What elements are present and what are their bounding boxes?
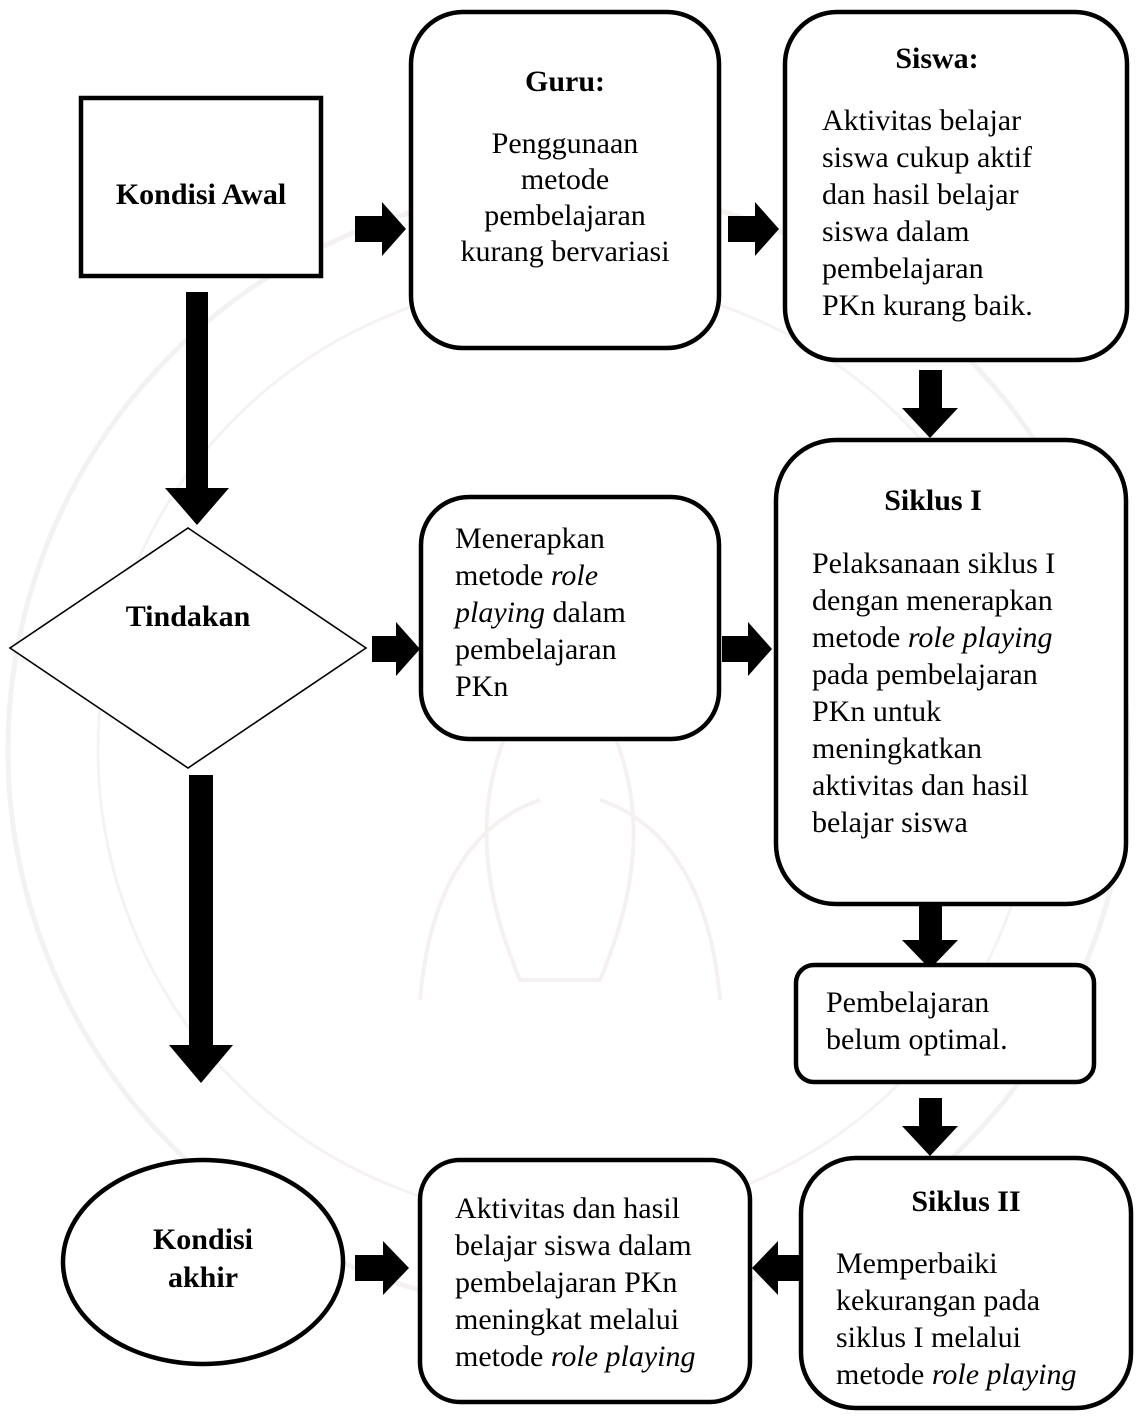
siklus1-title: Siklus I [884, 484, 982, 517]
siklus1-line: meningkatkan [812, 732, 982, 765]
siswa-line: pembelajaran [822, 252, 984, 285]
siswa-line: dan hasil belajar [822, 178, 1019, 211]
siklus1-line: aktivitas dan hasil [812, 769, 1029, 802]
siklus2-line: metode role playing [836, 1358, 1077, 1391]
kondisi-awal-label: Kondisi Awal [116, 178, 286, 211]
arrow-down-awal-to-tindakan [165, 292, 229, 525]
guru-title: Guru: [525, 65, 605, 98]
siklus2-line: kekurangan pada [836, 1284, 1040, 1317]
guru-line: Penggunaan [492, 127, 639, 160]
siswa-line: PKn kurang baik. [822, 289, 1033, 322]
guru-line: kurang bervariasi [460, 235, 669, 268]
menerapkan-line: Menerapkan [455, 522, 605, 555]
guru-line: pembelajaran [484, 199, 646, 232]
tindakan-label: Tindakan [126, 600, 251, 633]
node-guru: Guru: Penggunaan metode pembelajaran kur… [408, 9, 722, 351]
arrow-down-belum-to-siklus2 [902, 1098, 958, 1156]
node-siklus-1: Siklus I Pelaksanaan siklus I dengan men… [773, 437, 1129, 907]
arrows [165, 202, 958, 1295]
siswa-line: siswa dalam [822, 215, 969, 248]
node-siklus-2: Siklus II Memperbaiki kekurangan pada si… [798, 1155, 1134, 1411]
siklus1-line: pada pembelajaran [812, 658, 1038, 691]
arrow-right-guru-to-siswa [728, 202, 779, 256]
node-tindakan: Tindakan [8, 527, 368, 769]
node-belum-optimal: Pembelajaran belum optimal. [793, 962, 1097, 1085]
siswa-title: Siswa: [895, 42, 978, 75]
arrow-down-siswa-to-siklus1 [902, 370, 958, 438]
arrow-right-awal-to-guru [355, 202, 406, 256]
menerapkan-line: PKn [455, 670, 508, 703]
arrow-right-akhir-to-hasil [355, 1241, 409, 1295]
siklus2-line: Memperbaiki [836, 1247, 998, 1280]
arrow-down-tindakan-to-akhir [169, 775, 233, 1083]
hasil-akhir-line: Aktivitas dan hasil [455, 1192, 680, 1225]
menerapkan-line: playing dalam [453, 596, 626, 629]
belum-optimal-line: Pembelajaran [826, 986, 989, 1019]
siswa-line: Aktivitas belajar [822, 104, 1021, 137]
node-siswa: Siswa: Aktivitas belajar siswa cukup akt… [782, 9, 1130, 363]
kondisi-akhir-line: Kondisi [153, 1223, 253, 1256]
hasil-akhir-line: belajar siswa dalam [455, 1229, 692, 1262]
arrow-right-tindakan-to-menerapkan [372, 622, 420, 676]
siswa-line: siswa cukup aktif [822, 141, 1032, 174]
siklus2-title: Siklus II [911, 1185, 1020, 1218]
arrow-down-siklus1-to-belum [902, 906, 958, 969]
arrow-right-menerapkan-to-siklus1 [722, 622, 772, 676]
siklus2-line: siklus I melalui [836, 1321, 1021, 1354]
guru-line: metode [521, 163, 609, 196]
arrow-left-siklus2-to-hasil [752, 1241, 800, 1295]
kondisi-akhir-line: akhir [168, 1261, 238, 1294]
node-menerapkan: Menerapkan metode role playing dalam pem… [418, 494, 722, 742]
hasil-akhir-line: meningkat melalui [455, 1303, 679, 1336]
node-hasil-akhir: Aktivitas dan hasil belajar siswa dalam … [417, 1157, 753, 1405]
menerapkan-line: metode role [455, 559, 598, 592]
node-kondisi-akhir: Kondisi akhir [60, 1157, 346, 1367]
menerapkan-line: pembelajaran [455, 633, 617, 666]
siklus1-line: Pelaksanaan siklus I [812, 547, 1055, 580]
siklus1-line: metode role playing [812, 621, 1053, 654]
hasil-akhir-line: pembelajaran PKn [455, 1266, 677, 1299]
hasil-akhir-line: metode role playing [455, 1340, 696, 1373]
node-kondisi-awal: Kondisi Awal [78, 95, 324, 279]
siklus1-line: PKn untuk [812, 695, 941, 728]
siklus1-line: dengan menerapkan [812, 584, 1053, 617]
siklus1-line: belajar siswa [812, 806, 968, 839]
belum-optimal-line: belum optimal. [826, 1023, 1008, 1056]
